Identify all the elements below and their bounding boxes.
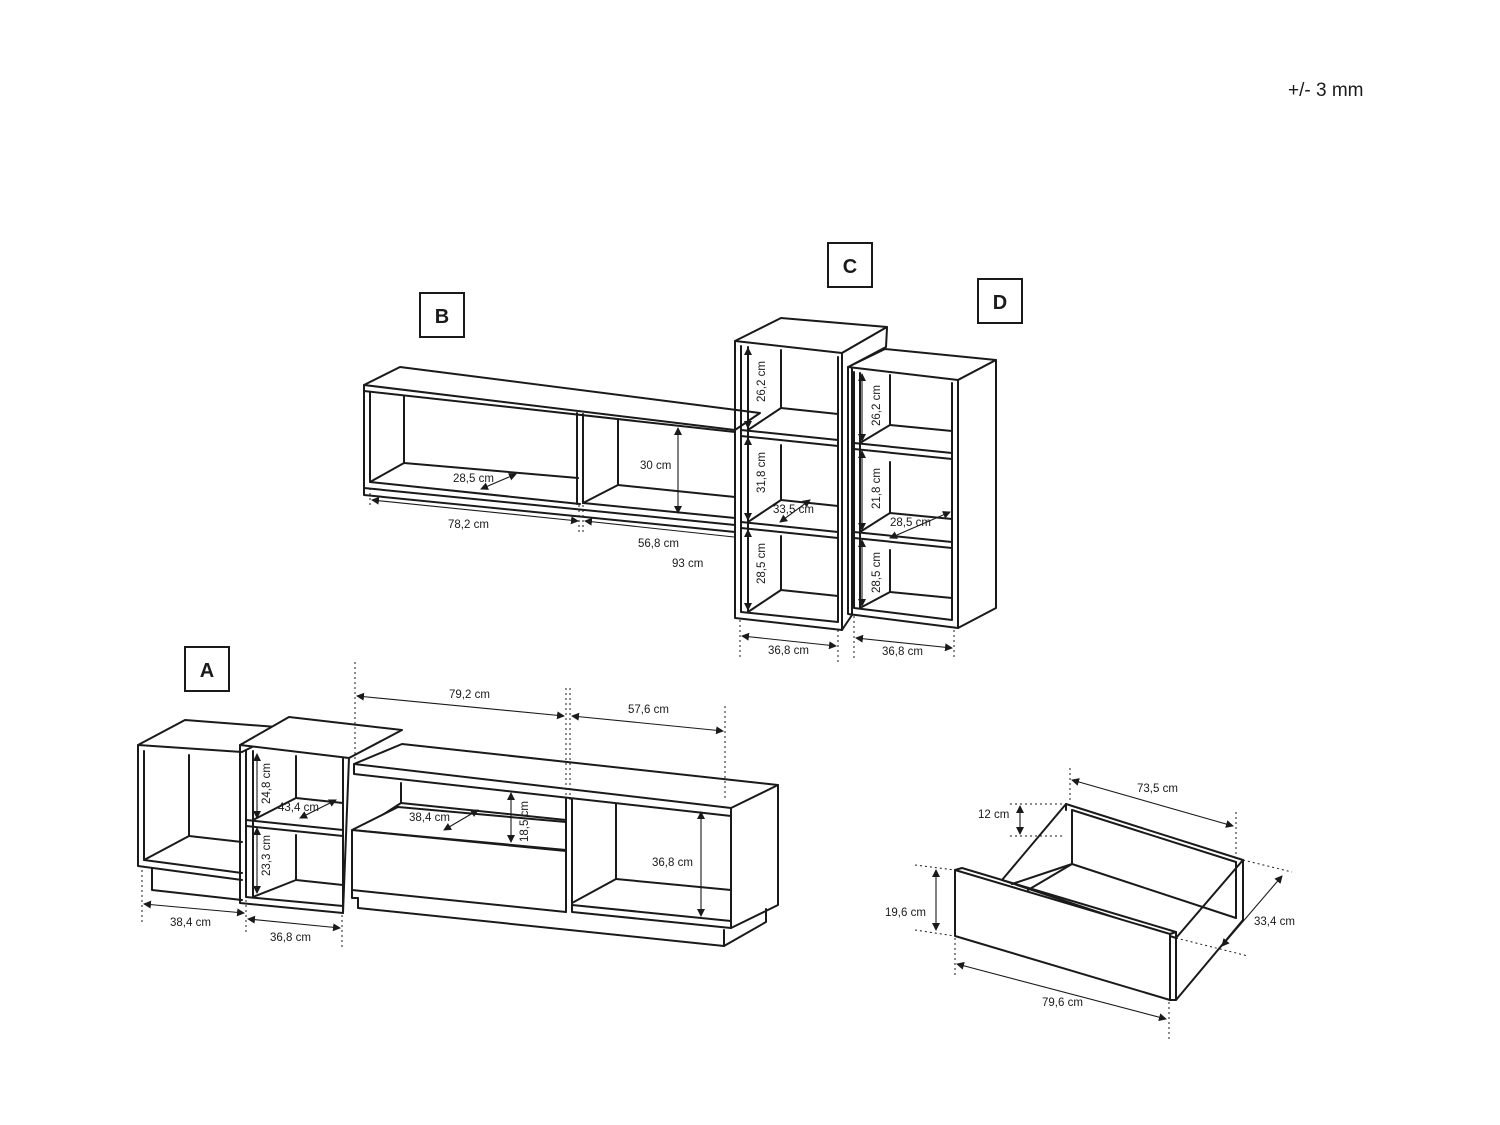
dim-c-h-bot: 28,5 cm — [756, 543, 768, 584]
tolerance-note: +/- 3 mm — [1288, 80, 1364, 101]
label-d: D — [993, 292, 1007, 314]
dim-a-width-mid: 79,2 cm — [449, 689, 490, 701]
unit-d — [847, 348, 997, 629]
dim-drawer-front-w: 79,6 cm — [1042, 997, 1083, 1009]
dim-a-width-right: 57,6 cm — [628, 704, 669, 716]
label-a: A — [200, 660, 214, 682]
dim-d-depth: 28,5 cm — [890, 517, 931, 529]
dim-c-depth: 33,5 cm — [773, 504, 814, 516]
dimension-arrows — [143, 347, 1283, 1022]
dim-a-right-h: 36,8 cm — [652, 857, 693, 869]
dim-c-width: 36,8 cm — [768, 645, 809, 657]
dim-a-width-left: 38,4 cm — [170, 917, 211, 929]
label-c: C — [843, 256, 857, 278]
dim-b-width-left: 78,2 cm — [448, 519, 489, 531]
label-box-b: B — [419, 292, 465, 338]
label-b: B — [435, 306, 449, 328]
label-box-c: C — [827, 242, 873, 288]
dimension-labels: 28,5 cm 30 cm 78,2 cm 56,8 cm 93 cm 26,2… — [170, 361, 1295, 1009]
dim-a-drawer-depth: 38,4 cm — [409, 812, 450, 824]
dim-b-width-total: 93 cm — [672, 558, 703, 570]
dim-d-h-top: 26,2 cm — [871, 385, 883, 426]
dim-a-drawer-gap: 18,5 cm — [519, 801, 531, 842]
unit-b — [363, 366, 761, 533]
dim-a-width-shelf: 36,8 cm — [270, 932, 311, 944]
dim-a-shelf-depth: 43,4 cm — [278, 802, 319, 814]
dim-d-h-bot: 28,5 cm — [871, 552, 883, 593]
dim-drawer-inner-w: 73,5 cm — [1137, 783, 1178, 795]
drawer-detail — [954, 803, 1244, 1001]
dim-c-h-top: 26,2 cm — [756, 361, 768, 402]
dim-b-height: 30 cm — [640, 460, 671, 472]
dim-d-width: 36,8 cm — [882, 646, 923, 658]
label-box-a: A — [184, 646, 230, 692]
dim-drawer-side-h: 12 cm — [978, 809, 1009, 821]
extension-lines — [141, 488, 1293, 1040]
dim-drawer-depth: 33,4 cm — [1254, 916, 1295, 928]
dim-a-shelf-bot-h: 23,3 cm — [261, 835, 273, 876]
dim-b-width-mid: 56,8 cm — [638, 538, 679, 550]
label-box-d: D — [977, 278, 1023, 324]
dim-c-h-mid: 31,8 cm — [756, 452, 768, 493]
dim-a-shelf-top-h: 24,8 cm — [261, 763, 273, 804]
dim-d-h-mid: 21,8 cm — [871, 468, 883, 509]
dim-b-depth: 28,5 cm — [453, 473, 494, 485]
dim-drawer-front-h: 19,6 cm — [885, 907, 926, 919]
